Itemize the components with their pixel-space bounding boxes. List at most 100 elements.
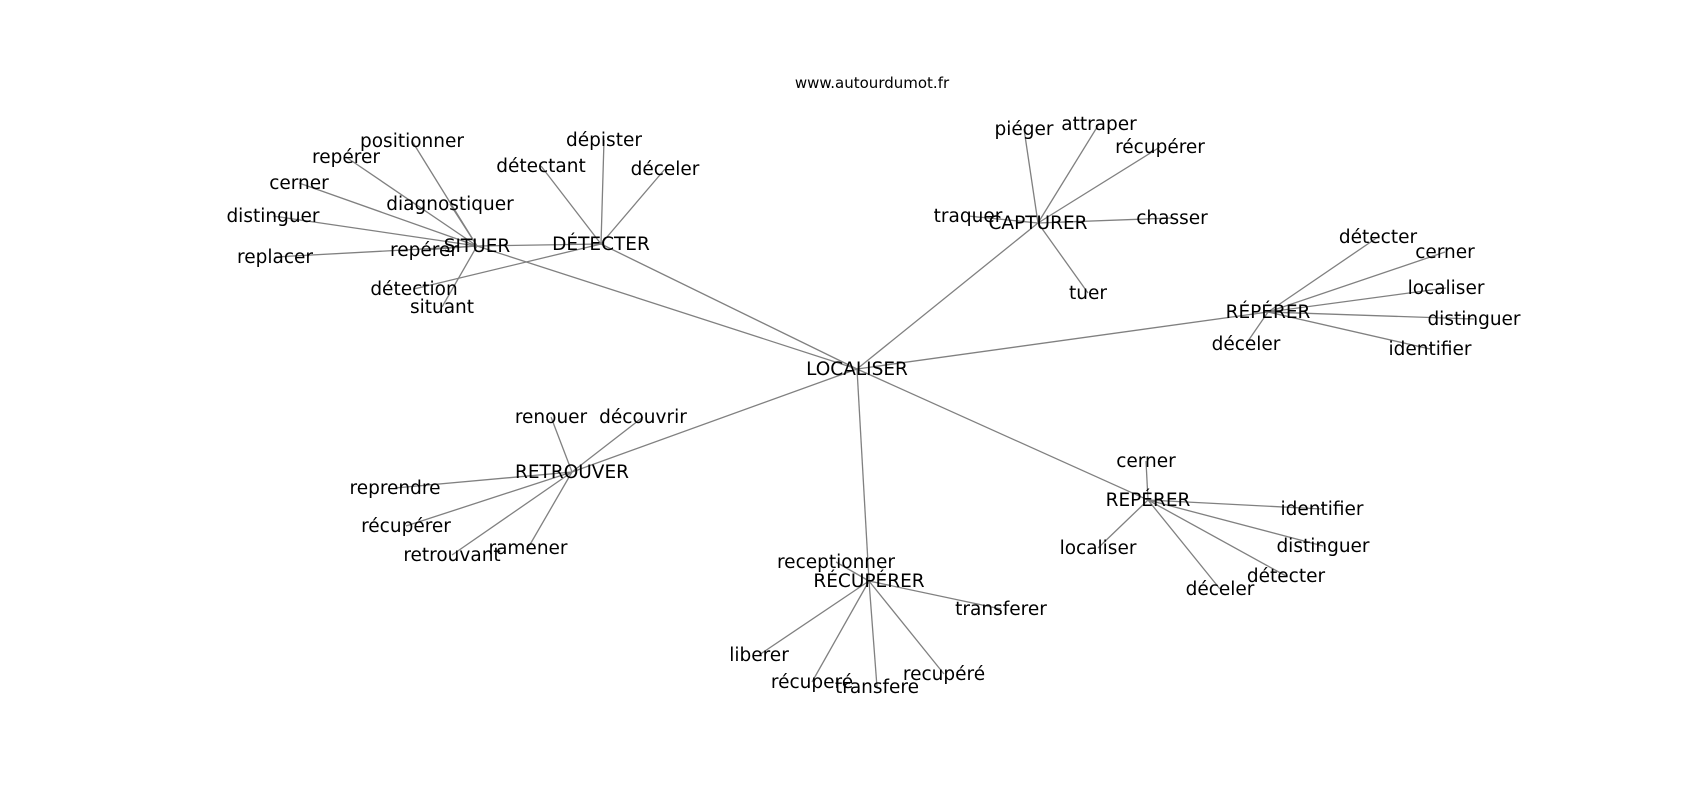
graph-nodes: LOCALISER SITUER DÉTECTER CAPTURER RÉPÉR…	[226, 114, 1520, 698]
graph-edges	[272, 123, 1475, 688]
edge-reperer_r-r_identifier	[1267, 311, 1431, 350]
leaf-s-reperer2: repérer	[390, 240, 458, 261]
leaf-u-liberer: liberer	[729, 645, 789, 666]
node-capturer: CAPTURER	[989, 213, 1088, 234]
edge-reperer_b-b_cerner	[1145, 460, 1149, 501]
node-reperer-bottom: REPÉRER	[1106, 489, 1191, 511]
source-url: www.autourdumot.fr	[795, 74, 950, 92]
edge-center-reperer_b	[856, 368, 1149, 501]
leaf-b-deceler: déceler	[1186, 579, 1255, 600]
edge-reperer_r-r_distinguer	[1267, 311, 1475, 320]
edge-reperer_b-b_identifier	[1147, 499, 1323, 510]
leaf-r-identifier: identifier	[1388, 339, 1471, 360]
leaf-t-retrouvant: retrouvant	[403, 545, 500, 566]
leaf-s-positionner: positionner	[360, 131, 464, 152]
leaf-d-deceler: déceler	[631, 159, 700, 180]
leaf-b-identifier: identifier	[1280, 499, 1363, 520]
leaf-c-attraper: attraper	[1061, 114, 1137, 135]
leaf-u-receptionner: receptionner	[777, 552, 895, 573]
leaf-s-replacer: replacer	[237, 247, 313, 268]
edge-situer-s_situant	[441, 245, 478, 308]
edge-situer-s_reperer	[345, 156, 478, 247]
edge-center-capturer	[856, 222, 1039, 370]
leaf-s-situant: situant	[410, 297, 474, 318]
leaf-b-localiser: localiser	[1060, 538, 1137, 559]
edge-situer-s_diagnostiquer	[449, 203, 478, 247]
leaf-r-localiser: localiser	[1408, 278, 1485, 299]
edge-recuperer-u_recupere	[811, 580, 870, 683]
edge-reperer_b-b_deceler	[1147, 499, 1221, 590]
leaf-c-pieger: piéger	[995, 119, 1054, 140]
leaf-u-transfere: transfere	[835, 677, 919, 698]
leaf-r-distinguer: distinguer	[1427, 309, 1520, 330]
edge-center-situer	[476, 245, 858, 370]
edge-reperer_b-b_detecter	[1147, 499, 1287, 577]
leaf-c-chasser: chasser	[1136, 208, 1208, 229]
edge-detecter-d_deceler	[600, 168, 666, 245]
leaf-t-renouer: renouer	[515, 407, 588, 428]
leaf-r-deceler: déceler	[1212, 334, 1281, 355]
edge-center-reperer_r	[856, 311, 1269, 370]
leaf-s-diagnostiquer: diagnostiquer	[386, 194, 514, 215]
leaf-r-detecter: détecter	[1339, 227, 1418, 248]
edge-retrouver-t_recuperer	[405, 471, 573, 527]
node-center: LOCALISER	[806, 359, 908, 380]
edge-situer-s_replacer	[274, 245, 478, 258]
node-reperer-right: RÉPÉRER	[1226, 301, 1311, 323]
edge-reperer_b-b_localiser	[1097, 499, 1149, 549]
edge-capturer-c_chasser	[1037, 217, 1173, 224]
edge-reperer_r-r_cerner	[1267, 251, 1446, 313]
edge-capturer-c_recuperer	[1037, 146, 1161, 224]
leaf-s-reperer: repérer	[312, 147, 380, 168]
edge-reperer_r-r_detecter	[1267, 236, 1379, 313]
edge-recuperer-u_transfere	[868, 580, 878, 688]
leaf-t-reprendre: reprendre	[350, 478, 441, 499]
edge-reperer_r-r_localiser	[1267, 287, 1447, 313]
edge-capturer-c_pieger	[1023, 128, 1039, 224]
leaf-s-cerner: cerner	[269, 173, 329, 194]
node-retrouver: RETROUVER	[515, 462, 629, 483]
edge-retrouver-t_ramener	[527, 471, 573, 549]
edge-center-detecter	[600, 243, 858, 370]
edge-capturer-c_tuer	[1037, 222, 1089, 294]
edge-retrouver-t_decouvrir	[571, 416, 644, 473]
edge-recuperer-u_recupere2	[868, 580, 945, 675]
leaf-c-traquer: traquer	[934, 206, 1003, 227]
leaf-r-cerner: cerner	[1415, 242, 1475, 263]
leaf-u-transferer: transferer	[955, 599, 1047, 620]
leaf-t-ramener: ramener	[488, 538, 567, 559]
edge-detecter-d_depister	[600, 139, 605, 245]
leaf-d-detectant: détectant	[496, 156, 586, 177]
leaf-d-depister: dépister	[566, 130, 642, 151]
edge-detecter-d_detection	[413, 243, 602, 290]
leaf-u-recupere: récuperé	[771, 672, 853, 693]
edge-center-retrouver	[571, 368, 858, 473]
leaf-t-decouvrir: découvrir	[599, 407, 687, 428]
edge-situer-s_distinguer	[272, 215, 478, 247]
edge-situer-detecter	[476, 243, 602, 247]
edge-retrouver-t_renouer	[550, 416, 573, 473]
leaf-t-recuperer: récupérer	[361, 516, 451, 537]
edge-recuperer-u_liberer	[758, 580, 870, 656]
node-recuperer: RÉCUPÉRER	[813, 570, 924, 592]
leaf-b-distinguer: distinguer	[1276, 536, 1369, 557]
edge-capturer-c_attraper	[1037, 123, 1100, 224]
edge-situer-s_reperer2	[423, 245, 478, 251]
leaf-b-detecter: détecter	[1247, 566, 1326, 587]
edge-reperer_r-r_deceler	[1245, 311, 1269, 345]
edge-center-recuperer	[856, 368, 870, 582]
edge-capturer-c_traquer	[967, 215, 1039, 224]
edge-situer-s_cerner	[298, 182, 478, 247]
edge-detecter-d_detectant	[540, 165, 602, 245]
node-situer: SITUER	[444, 236, 511, 257]
edge-reperer_b-b_distinguer	[1147, 499, 1324, 547]
node-detecter: DÉTECTER	[552, 233, 650, 255]
edge-retrouver-t_reprendre	[394, 471, 573, 489]
leaf-c-tuer: tuer	[1069, 283, 1107, 304]
edge-retrouver-t_retrouvant	[451, 471, 573, 556]
leaf-d-detection: détection	[370, 279, 457, 300]
leaf-c-recuperer: récupérer	[1115, 137, 1205, 158]
edge-recuperer-u_transferer	[868, 580, 1002, 610]
leaf-u-recupere2: recupéré	[903, 664, 985, 685]
